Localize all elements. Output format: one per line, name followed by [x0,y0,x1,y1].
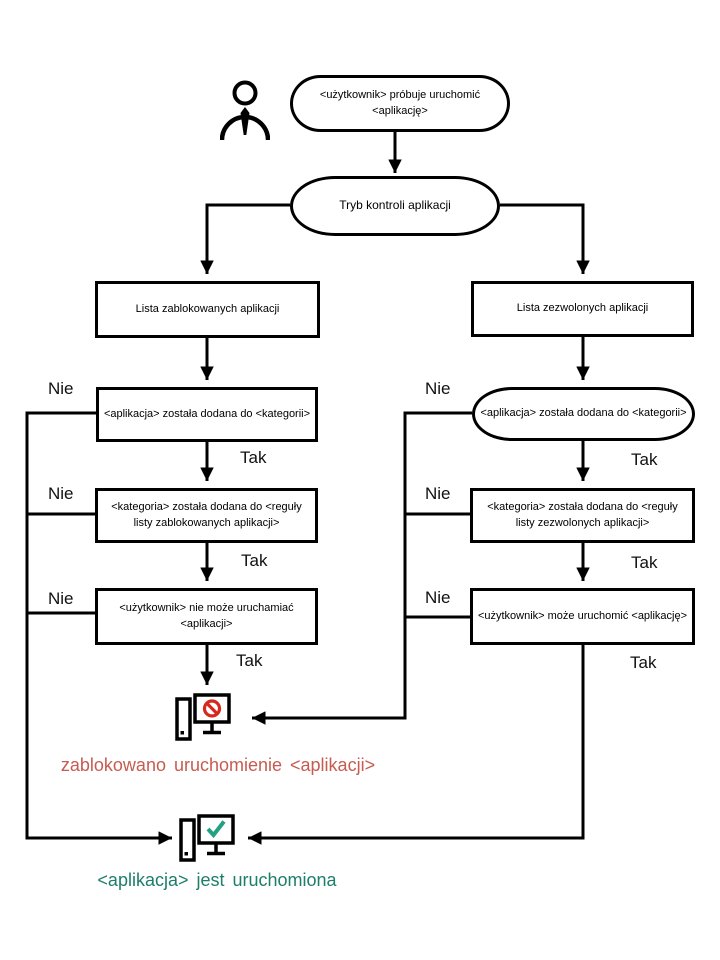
node-app-added-to-category-left-label: <aplikacja> została dodana do <kategorii… [103,407,311,420]
label-yes-left-2: Tak [241,551,268,570]
node-app-added-to-category-right-label: <aplikacja> została dodana do <kategorii… [480,407,687,420]
connector-left-nie-trunk [25,411,172,845]
label-yes-right-3: Tak [630,653,657,672]
computer-blocked-icon [175,693,231,741]
label-no-left-2: Nie [48,484,74,503]
node-app-added-to-category-left: <aplikacja> została dodana do <kategorii… [96,387,318,442]
node-app-control-mode: Tryb kontroli aplikacji [290,176,500,236]
node-user-cannot-run-app-label: <użytkownik> nie może uruchamiać <aplika… [119,601,294,630]
node-app-added-to-category-right: <aplikacja> została dodana do <kategorii… [472,387,695,441]
node-allowed-apps-list: Lista zezwolonych aplikacji [471,281,694,337]
prohibition-sign-icon [202,699,222,718]
node-blocked-apps-list-label: Lista zablokowanych aplikacji [135,302,280,315]
node-user-can-run-app: <użytkownik> może uruchomić <aplikację> [470,588,695,645]
label-no-left-1: Nie [48,379,74,398]
node-category-added-to-blocklist-rule: <kategoria> została dodana do <reguły li… [95,488,318,543]
check-icon [206,820,226,839]
node-blocked-apps-list: Lista zablokowanych aplikacji [95,281,320,338]
node-allowed-apps-list-label: Lista zezwolonych aplikacji [516,302,649,315]
caption-app-running: <aplikacja> jest uruchomiona [97,870,337,890]
computer-running-icon [179,814,235,862]
caption-blocked-run: zablokowano uruchomienie <aplikacji> [60,755,376,775]
connector-mode-to-allowedlist [500,203,590,274]
label-yes-right-1: Tak [631,450,658,469]
node-category-added-to-allowlist-rule: <kategoria> została dodana do <reguły li… [470,488,695,543]
node-user-tries-to-run: <użytkownik> próbuje uruchomić <aplikacj… [290,75,510,132]
label-no-right-2: Nie [425,484,451,503]
node-user-can-run-app-label: <użytkownik> może uruchomić <aplikację> [477,609,688,622]
node-user-cannot-run-app: <użytkownik> nie może uruchamiać <aplika… [95,588,318,645]
label-no-left-3: Nie [48,589,74,608]
connector-right-tak-3 [248,645,585,845]
label-yes-right-2: Tak [631,553,658,572]
label-yes-left-3: Tak [236,651,263,670]
label-no-right-1: Nie [425,379,451,398]
node-category-added-to-blocklist-rule-label: <kategoria> została dodana do <reguły li… [111,500,302,529]
label-no-right-3: Nie [425,588,451,607]
node-app-control-mode-label: Tryb kontroli aplikacji [339,198,451,213]
node-user-tries-label: <użytkownik> próbuje uruchomić <aplikacj… [319,88,481,117]
node-category-added-to-allowlist-rule-label: <kategoria> została dodana do <reguły li… [487,500,678,529]
connector-right-nie-trunk [252,411,472,725]
label-yes-left-1: Tak [240,448,267,467]
connector-mode-to-blockedlist [200,203,290,274]
person-icon [220,80,270,141]
